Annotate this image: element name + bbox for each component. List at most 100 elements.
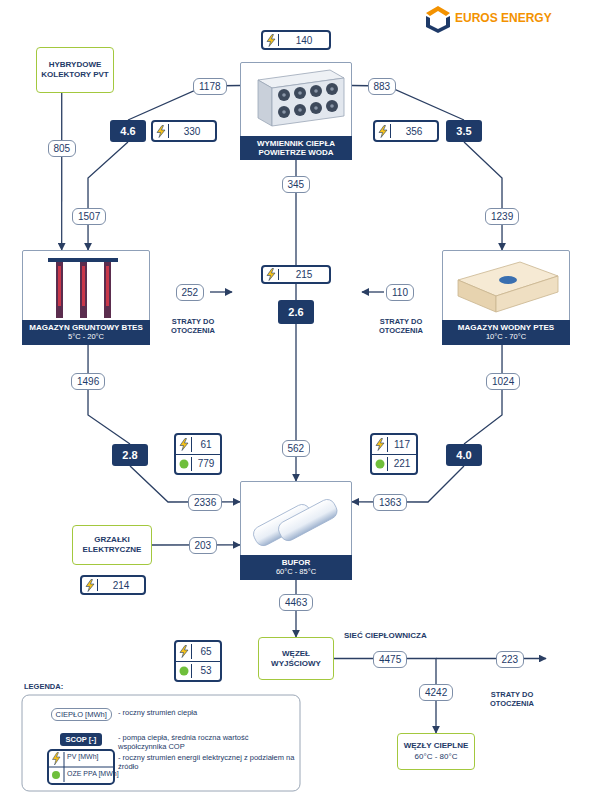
node-title: 2.6 (288, 306, 303, 318)
power-box: 117 221 (370, 433, 418, 475)
drawing-part (314, 106, 318, 110)
caption-band: MAGAZYN GRUNTOWY BTES5°C - 20°C (22, 320, 150, 345)
legend-text: - pompa ciepła, średnia roczna wartość w… (118, 733, 296, 752)
drawing-part (278, 83, 338, 118)
pv-energy: 61 (192, 439, 220, 450)
heat-flow-value: 4242 (419, 684, 453, 701)
btes-picture (23, 251, 149, 327)
loss-label: STRATY DO OTOCZENIA (481, 690, 543, 708)
node-title: WĘZŁY CIEPLNE (404, 741, 469, 751)
source-box: HYBRYDOWE KOLEKTORY PVT (36, 47, 114, 93)
node-title: MAGAZYN GRUNTOWY BTES (26, 323, 146, 332)
drawing-part (282, 87, 334, 114)
network-pipe (436, 658, 546, 659)
power-row: 140 (263, 32, 329, 48)
drawing-part (23, 251, 149, 327)
legend-text: - roczny strumień energii elektrycznej z… (118, 753, 296, 772)
pv-energy: 140 (279, 35, 329, 46)
drawing-part (282, 93, 286, 97)
heat-exchanger-picture (241, 63, 351, 143)
drawing-part (82, 266, 85, 306)
drawing-part (48, 750, 114, 784)
drawing-part (106, 266, 109, 306)
drawing-part (64, 752, 65, 782)
heat-flow-value: 1507 (72, 208, 106, 225)
heat-flow-value: 562 (282, 440, 311, 457)
drawing-part (276, 497, 340, 544)
power-row: 356 (375, 122, 437, 140)
bolt-shape (379, 125, 387, 137)
node-title: MAGAZYN WODNY PTES (446, 323, 566, 332)
drawing-part (58, 266, 61, 306)
heat-flow-line (464, 345, 502, 444)
temperature-range: 60°C - 85°C (244, 568, 348, 577)
buffer-picture (241, 482, 351, 558)
power-box: 215 (261, 265, 331, 284)
bolt-shape (180, 438, 188, 450)
heat-flow-value: 883 (368, 78, 397, 95)
divider (191, 457, 192, 472)
drawing-part (278, 106, 290, 118)
node-title: 4.6 (120, 125, 135, 137)
drawing-part (22, 695, 300, 791)
heat-pump-box: 2.8 (112, 444, 148, 466)
node-title: 3.5 (456, 125, 471, 137)
drawing-part (276, 497, 340, 544)
loss-label: STRATY DO OTOCZENIA (370, 317, 432, 335)
node-title: WĘZEŁ WYJŚCIOWY (262, 649, 330, 668)
node-title: 4.0 (456, 449, 471, 461)
divider (168, 124, 169, 138)
power-box: 6553 (174, 640, 222, 682)
power-row: 330 (153, 122, 215, 140)
bolt-icon (378, 125, 388, 138)
drawing-part (241, 63, 351, 143)
drawing-part (326, 100, 338, 112)
heat-flow-value: 1363 (373, 494, 407, 511)
power-box: 61779 (174, 433, 222, 475)
drawing-part (104, 262, 111, 318)
power-row: 53 (176, 661, 220, 681)
heat-flow-value: 1178 (193, 78, 227, 95)
ptes-picture (443, 251, 569, 327)
drawing-part (282, 110, 286, 114)
value-box: 223 (496, 651, 525, 668)
value-box: 110 (386, 284, 414, 301)
bolt-icon (85, 579, 95, 592)
bolt-icon (179, 438, 189, 451)
drawing-part (458, 280, 496, 312)
drawing-part (56, 262, 63, 318)
drawing-part (362, 291, 384, 292)
drawing-part (272, 78, 344, 126)
drawing-part (426, 6, 450, 16)
loss-arrows (210, 291, 384, 292)
drawing-part (294, 104, 306, 116)
heat-flow-value: 1239 (485, 208, 519, 225)
temperature-range: 60°C - 80°C (415, 752, 458, 762)
power-row: 65 (176, 642, 220, 661)
power-box: 330 (151, 120, 217, 142)
bolt-shape (267, 269, 275, 281)
heat-flow-value: 345 (282, 176, 311, 193)
bolt-shape (267, 34, 275, 46)
pv-energy: 117 (388, 439, 416, 450)
pv-energy: 65 (192, 646, 220, 657)
green-dot (180, 459, 189, 468)
drawing-part (298, 108, 302, 112)
value-box: 252 (176, 284, 205, 301)
drawing-part (294, 87, 306, 99)
ppa-energy: 221 (388, 458, 416, 469)
divider (97, 579, 98, 591)
drawing-part (330, 104, 334, 108)
bolt-shape (86, 579, 94, 591)
drawing-part (330, 87, 334, 91)
heat-flow-value: 1024 (486, 373, 520, 390)
network-label: SIEĆ CIEPŁOWNICZA (344, 631, 427, 640)
green-source-icon (179, 666, 189, 676)
power-box: 214 (80, 575, 146, 595)
power-box: 140 (261, 30, 331, 50)
drawing-part (258, 80, 272, 126)
node-title: 2.8 (122, 449, 137, 461)
green-dot (376, 459, 385, 468)
